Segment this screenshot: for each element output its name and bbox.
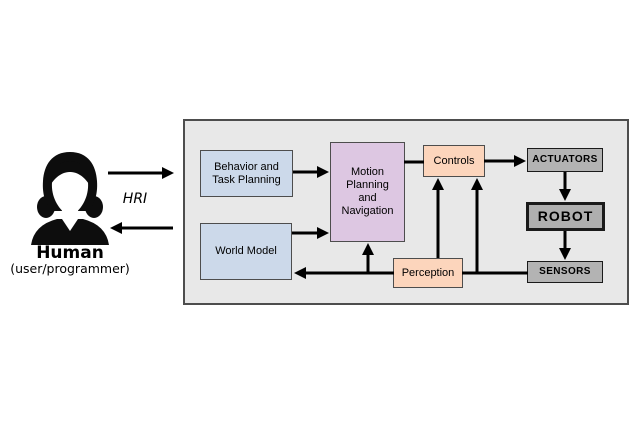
- node-robot: ROBOT: [526, 202, 605, 231]
- node-label: SENSORS: [539, 266, 591, 278]
- node-label: Behavior and Task Planning: [212, 160, 281, 186]
- node-behavior-task-planning: Behavior and Task Planning: [200, 150, 293, 197]
- node-label: ACTUATORS: [532, 154, 598, 166]
- human-label: Human: [36, 243, 104, 263]
- hair-fringe: [51, 161, 89, 184]
- hri-label: HRI: [122, 191, 148, 207]
- node-sensors: SENSORS: [527, 261, 603, 283]
- node-label: Motion Planning and Navigation: [341, 166, 394, 217]
- node-controls: Controls: [423, 145, 485, 177]
- shoulders: [31, 219, 109, 245]
- neck: [62, 205, 78, 231]
- node-world-model: World Model: [200, 223, 292, 280]
- face: [51, 164, 89, 217]
- node-motion-planning-navigation: Motion Planning and Navigation: [330, 142, 405, 242]
- person-icon: [31, 152, 109, 245]
- node-label: World Model: [215, 245, 277, 258]
- node-label: Controls: [433, 154, 475, 167]
- node-label: Perception: [401, 266, 455, 279]
- node-label: ROBOT: [537, 208, 594, 225]
- human-sublabel: (user/programmer): [10, 261, 130, 276]
- node-perception: Perception: [393, 258, 463, 288]
- node-actuators: ACTUATORS: [527, 148, 603, 172]
